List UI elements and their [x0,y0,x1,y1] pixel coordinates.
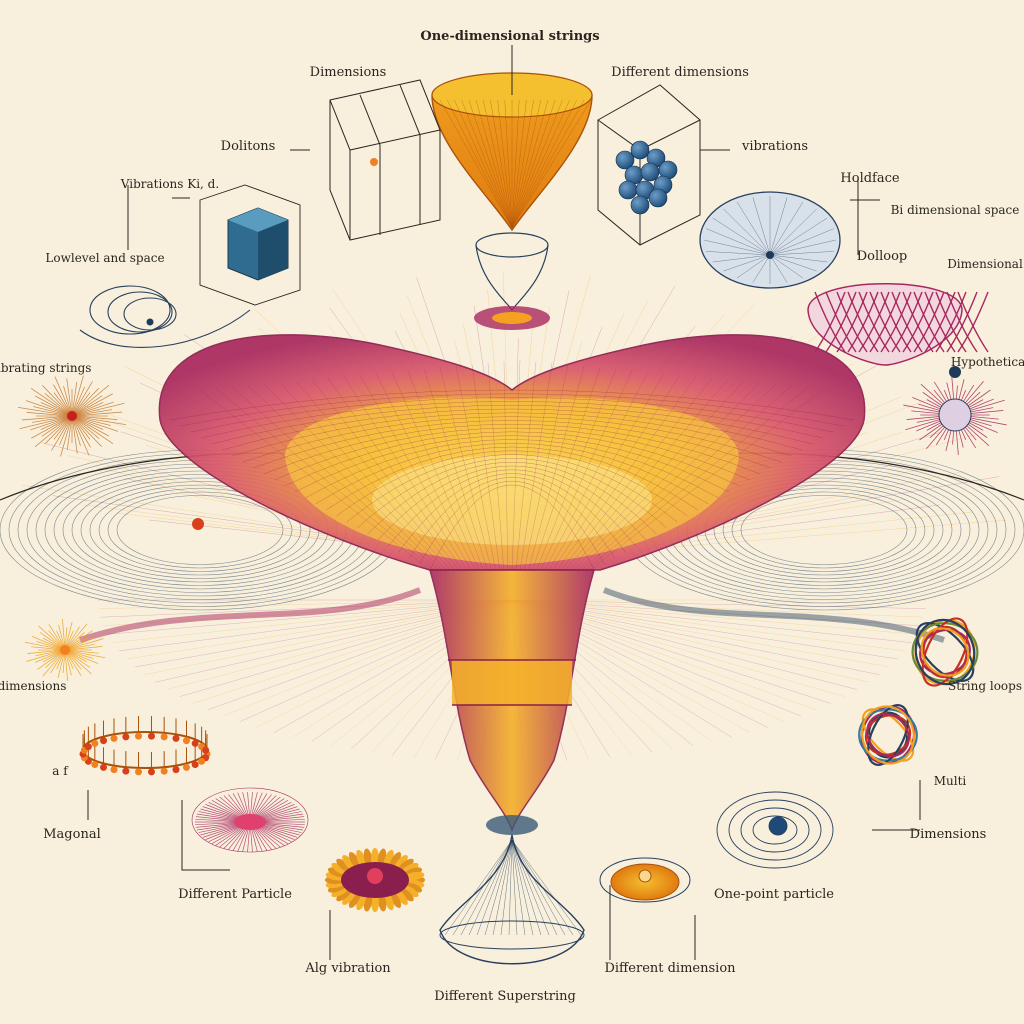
cube [227,207,289,281]
mesh-bowl [807,283,989,366]
pink-burst [191,787,309,853]
label-top: One-dimensional strings [420,29,599,44]
label-mid-left: Vibrating strings [0,361,91,375]
label-right-header: Bi dimensional space [891,203,1020,217]
label-dolitons: Dolitons [221,139,276,154]
string-tangle-upper [911,617,979,687]
right-disk [699,191,841,289]
label-bottom: Different Superstring [434,989,576,1004]
central-funnel [158,334,866,965]
label-small-right: Multi [934,774,967,788]
label-mid-right: Hypothetical [951,355,1024,369]
starburst-orange [24,618,106,682]
label-dimensions-right: Different dimensions [611,65,749,80]
particle-box [370,158,378,166]
label-right-edge-top: Dimensional [947,257,1023,271]
wireframe-left [199,184,301,306]
one-point-particle [599,857,691,903]
starburst-left [17,375,127,457]
flower-particle [325,848,425,912]
label-dimensions-br: Dimensions [910,827,987,842]
particle-left [192,518,204,530]
label-holdface: Holdface [840,171,899,186]
label-left-mid-low: dimensions [0,679,66,693]
starburst-right [903,375,1007,455]
label-dimensions-left: Dimensions [310,65,387,80]
label-alg-vibration: Alg vibration [304,961,391,976]
label-magonal: Magonal [43,827,101,842]
label-different-particle: Different Particle [178,887,292,902]
label-small-left: a f [52,764,69,778]
wireframe-box-left [329,79,441,241]
label-dolloop: Dolloop [857,249,908,264]
top-cone [431,72,593,330]
molecule-cluster [615,140,678,215]
label-vibrations: vibrations [741,139,808,154]
particle-right [949,366,961,378]
label-upper-left: Vibrations Ki, d. [120,177,219,191]
label-different-dimension: Different dimension [604,961,736,976]
string-tangle-lower [858,704,918,766]
left-spiral [79,285,251,348]
concentric-disk [716,791,834,869]
label-left-edge: Lowlevel and space [45,251,164,265]
fringe-ring [79,716,211,776]
label-right-mid-low: String loops [948,679,1022,693]
label-one-point-particle: One-point particle [714,887,834,902]
callout-lines [87,45,921,960]
